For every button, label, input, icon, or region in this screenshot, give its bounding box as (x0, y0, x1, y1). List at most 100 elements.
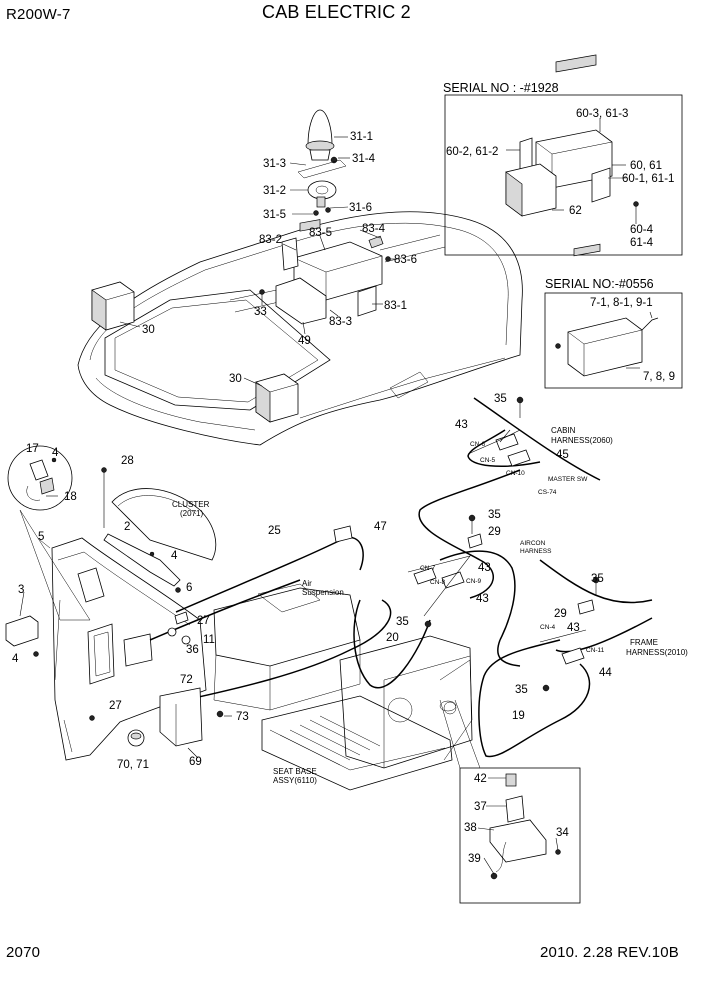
callout-37: 37 (474, 801, 487, 813)
cn4-label: CN-4 (540, 624, 556, 631)
callout-31-6: 31-6 (349, 202, 372, 214)
wiring-harnesses (149, 397, 653, 758)
callout-35b: 35 (488, 509, 501, 521)
model-number: R200W-7 (6, 6, 71, 23)
callout-43a: 43 (455, 419, 468, 431)
callout-83-2: 83-2 (259, 234, 282, 246)
callout-19: 19 (512, 710, 525, 722)
cabin-harness-label-2: HARNESS(2060) (551, 436, 613, 445)
roof-radio (259, 219, 396, 335)
radio-inset-box (444, 54, 683, 256)
callout-35c: 35 (591, 573, 604, 585)
callout-35a: 35 (494, 393, 507, 405)
callout-35d: 35 (396, 616, 409, 628)
callout-61-4: 61-4 (630, 237, 654, 249)
callout-31-5: 31-5 (263, 209, 286, 221)
seat-base-label: SEAT BASE (273, 767, 317, 776)
frame-harness-label: FRAME (630, 638, 658, 647)
cluster-label-2: (2071) (180, 509, 203, 518)
callout-38: 38 (464, 822, 477, 834)
left-console (39, 537, 207, 761)
callout-27a: 27 (197, 615, 210, 627)
callout-4b: 4 (171, 550, 178, 562)
cn10-label: CN-10 (506, 470, 525, 477)
callout-5: 5 (38, 531, 44, 543)
callout-29b: 29 (554, 608, 567, 620)
callout-69: 69 (189, 756, 202, 768)
master-sw-label: MASTER SW (548, 476, 588, 483)
callout-43d: 43 (567, 622, 580, 634)
callout-47: 47 (374, 521, 387, 533)
callout-25: 25 (268, 525, 281, 537)
cluster-drawing (101, 467, 217, 593)
page-title: CAB ELECTRIC 2 (262, 2, 411, 22)
seat-base-label-2: ASSY(6110) (273, 776, 317, 785)
switch-detail-box (439, 699, 581, 904)
callout-83-3: 83-3 (329, 316, 352, 328)
serial-radio: SERIAL NO : -#1928 (443, 81, 559, 95)
cn6-top-label: CN-6 (470, 441, 486, 448)
callout-43c: 43 (476, 593, 489, 605)
callout-36: 36 (186, 644, 199, 656)
serial-cassette: SERIAL NO:-#0556 (545, 277, 654, 291)
cassette-inset-box (544, 243, 683, 389)
callout-31-3: 31-3 (263, 158, 286, 170)
callout-43b: 43 (478, 562, 491, 574)
cn9-label: CN-9 (466, 578, 482, 585)
callout-83-6: 83-6 (394, 254, 417, 266)
console-box (213, 583, 361, 711)
air-suspension-label-2: Suspension (302, 588, 344, 597)
annotation-labels: CABIN HARNESS(2060) MASTER SW CS-74 CN-6… (172, 426, 688, 785)
callout-60-61: 60, 61 (630, 160, 662, 172)
callout-7-1: 7-1, 8-1, 9-1 (590, 297, 653, 309)
callout-11: 11 (203, 634, 215, 646)
aircon-harness-label: AIRCON (520, 540, 546, 547)
callout-30a: 30 (142, 324, 155, 336)
callout-60-1: 60-1, 61-1 (622, 173, 674, 185)
callout-labels: 31-1 31-3 31-4 31-2 31-6 31-5 83-4 83-5 … (12, 81, 675, 865)
aircon-harness-label-2: HARNESS (520, 548, 552, 555)
callout-20: 20 (386, 632, 399, 644)
callout-30b: 30 (229, 373, 242, 385)
callout-49: 49 (298, 335, 311, 347)
callout-31-2: 31-2 (263, 185, 286, 197)
callout-29a: 29 (488, 526, 501, 538)
connectors (174, 396, 600, 707)
page-number: 2070 (6, 944, 41, 961)
callout-45: 45 (556, 449, 569, 461)
callout-6: 6 (186, 582, 192, 594)
cn7-label: CN-7 (420, 565, 436, 572)
callout-34: 34 (556, 827, 569, 839)
cn8-label: CN-8 (430, 579, 446, 586)
callout-44: 44 (599, 667, 612, 679)
callout-3: 3 (18, 584, 24, 596)
cn11-label: CN-11 (586, 647, 605, 654)
callout-73: 73 (236, 711, 249, 723)
bracket-3 (5, 591, 39, 657)
callout-4a: 4 (52, 447, 59, 459)
cn5-label: CN-5 (480, 457, 496, 464)
cabin-harness-label: CABIN (551, 426, 576, 435)
callout-28: 28 (121, 455, 134, 467)
callout-60-3: 60-3, 61-3 (576, 108, 628, 120)
callout-18: 18 (64, 491, 77, 503)
callout-33: 33 (254, 306, 267, 318)
callout-39: 39 (468, 853, 481, 865)
callout-31-1: 31-1 (350, 131, 373, 143)
callout-83-4: 83-4 (362, 223, 386, 235)
callout-17: 17 (26, 443, 39, 455)
callout-27b: 27 (109, 700, 122, 712)
detail-circle-17 (7, 445, 91, 621)
callout-62: 62 (569, 205, 582, 217)
callout-35e: 35 (515, 684, 528, 696)
callout-4c: 4 (12, 653, 19, 665)
callout-70-71: 70, 71 (117, 759, 149, 771)
callout-60-2: 60-2, 61-2 (446, 146, 498, 158)
cs74-label: CS-74 (538, 489, 557, 496)
bracket-69 (89, 627, 232, 759)
air-suspension-label: Air (302, 579, 312, 588)
callout-60-4: 60-4 (630, 224, 654, 236)
callout-42: 42 (474, 773, 487, 785)
frame-harness-label-2: HARNESS(2010) (626, 648, 688, 657)
